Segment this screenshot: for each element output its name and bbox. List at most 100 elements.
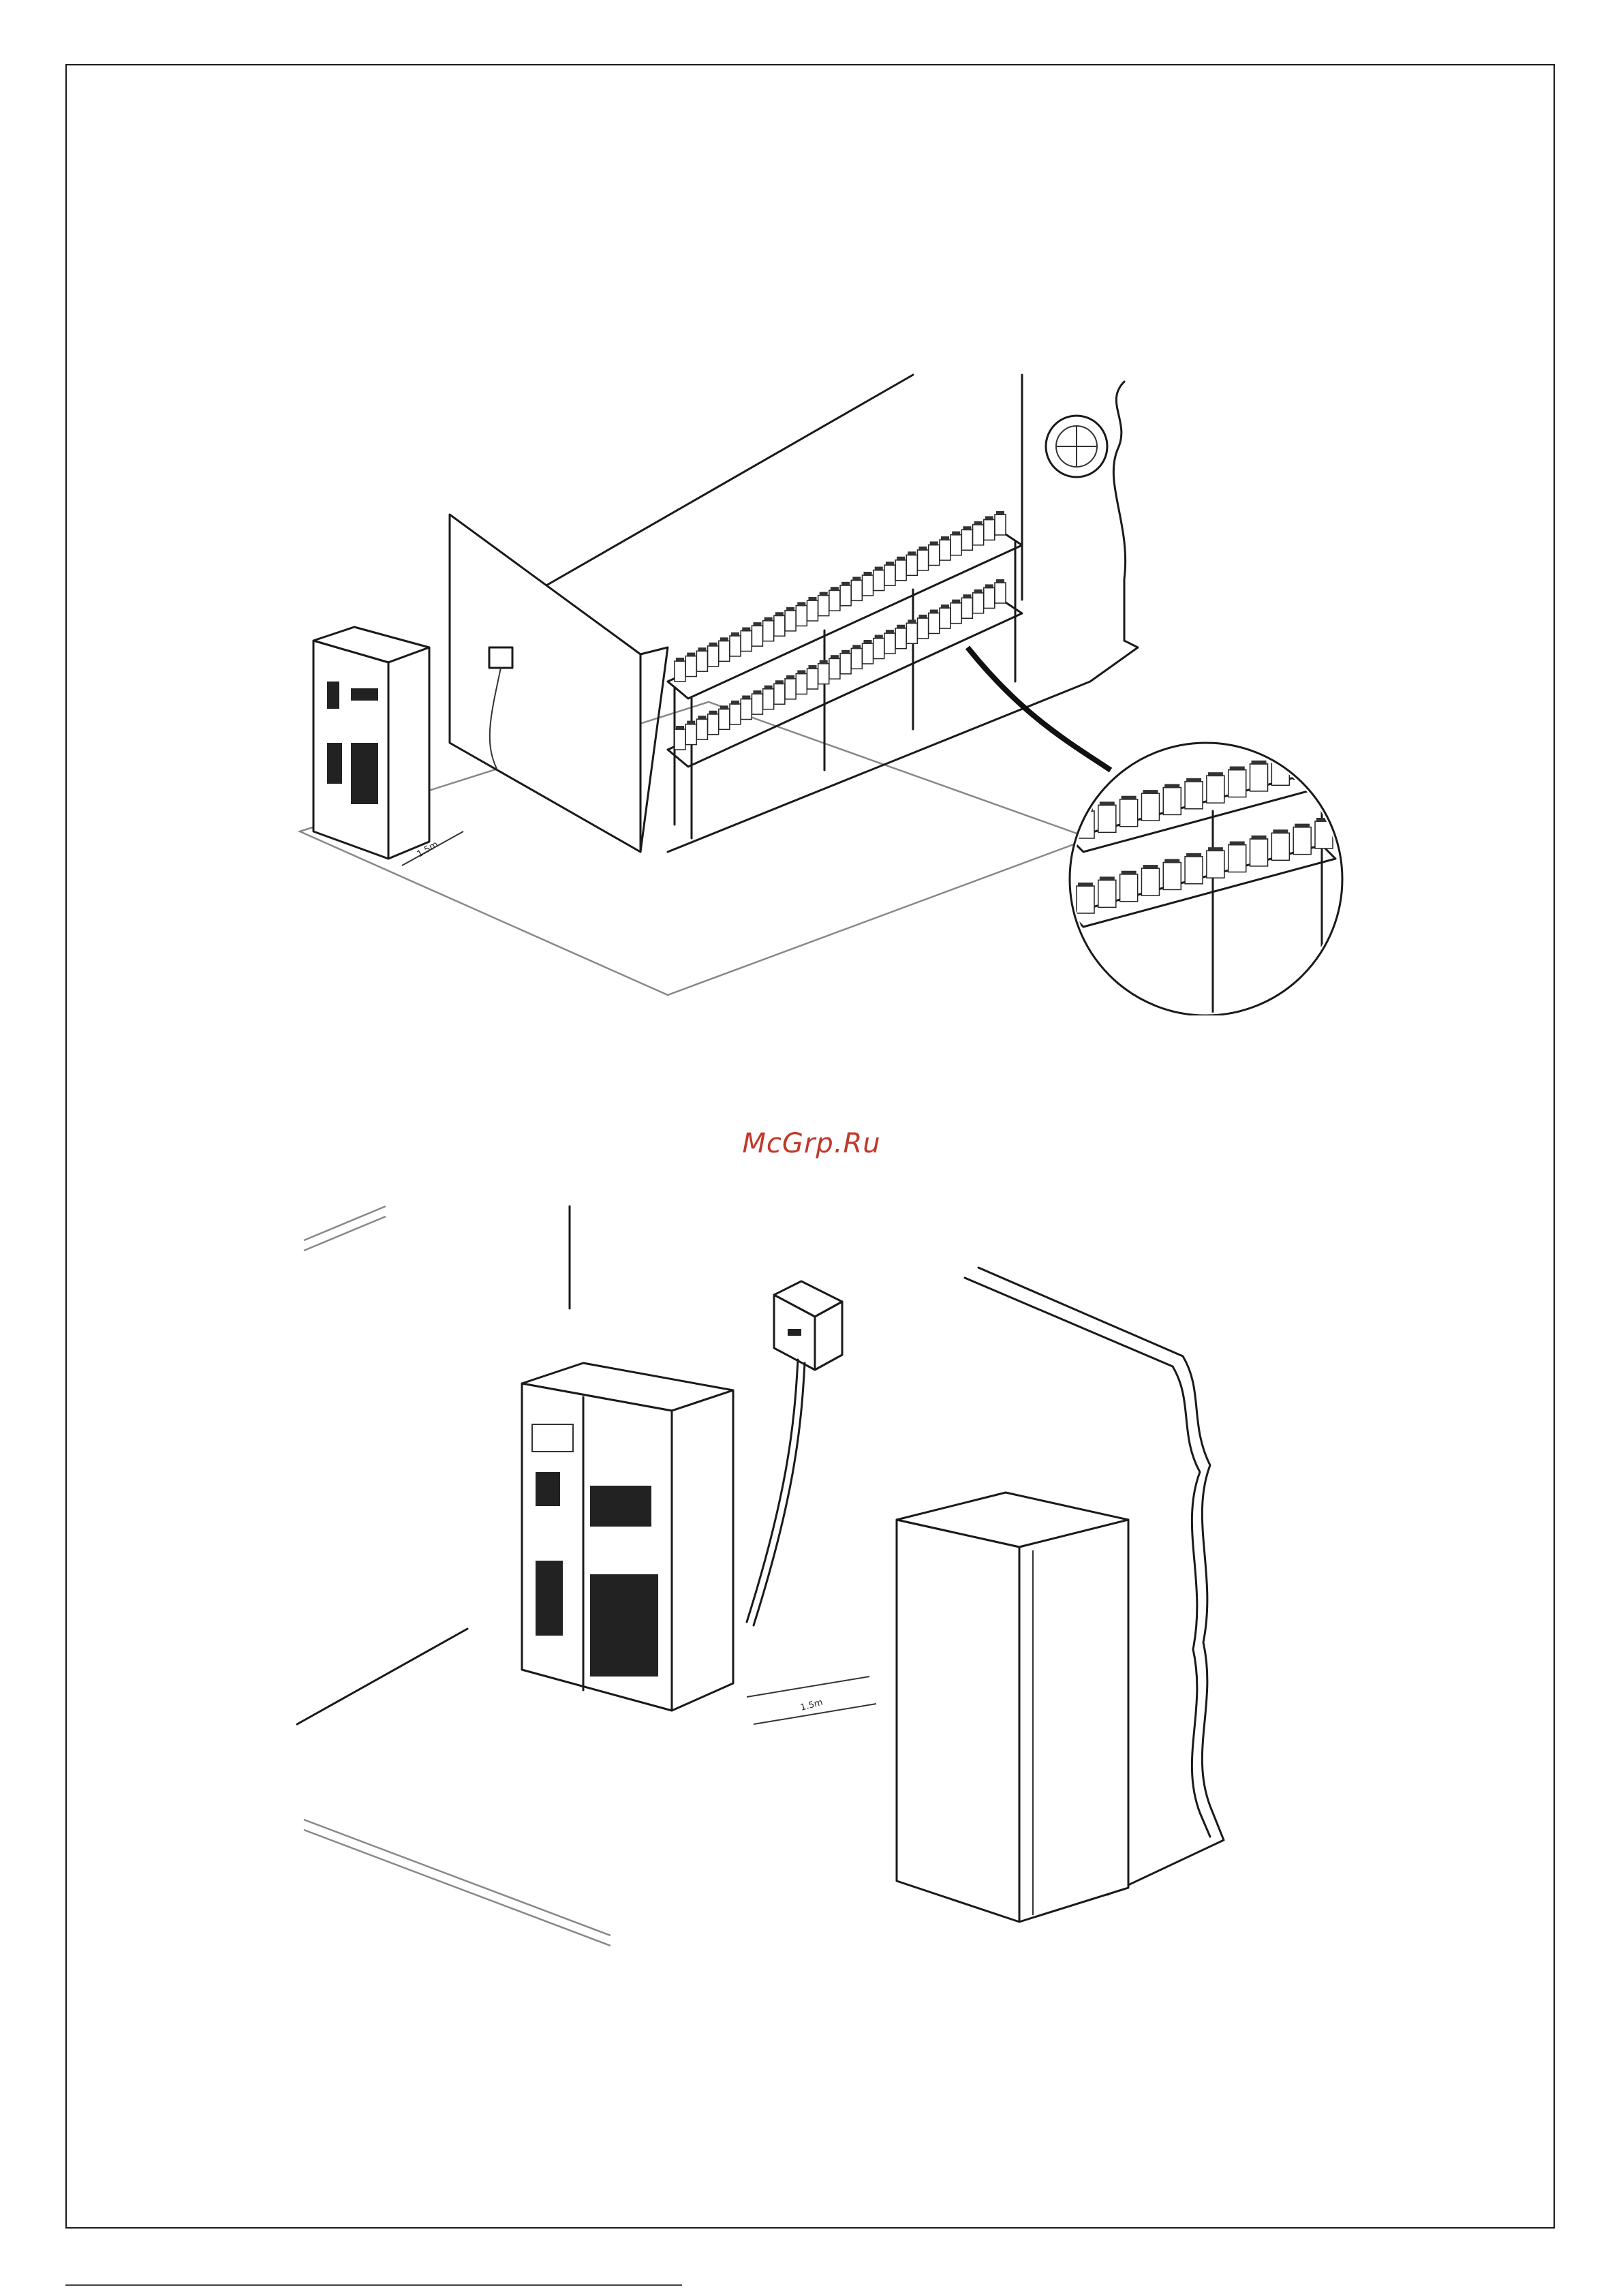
battery-cell xyxy=(752,694,762,714)
battery-terminal xyxy=(687,721,695,725)
battery-terminal xyxy=(820,660,828,664)
battery-cell xyxy=(785,611,796,631)
battery-terminal xyxy=(831,655,839,659)
battery-cell xyxy=(696,719,707,739)
battery-cell xyxy=(741,699,752,720)
battery-terminal xyxy=(952,532,960,536)
battery-cell xyxy=(940,608,950,628)
battery-cell xyxy=(906,555,917,575)
battery-terminal xyxy=(996,579,1004,583)
battery-terminal xyxy=(1100,876,1115,881)
battery-cell xyxy=(730,704,741,724)
battery-cell xyxy=(1293,752,1311,780)
battery-cell xyxy=(874,570,884,591)
battery-terminal xyxy=(797,602,805,606)
battery-terminal xyxy=(786,675,794,679)
battery-cell xyxy=(984,519,995,540)
battery-terminal xyxy=(886,630,894,634)
battery-terminal xyxy=(841,650,850,654)
battery-terminal xyxy=(764,617,773,622)
battery-cabinet xyxy=(897,1493,1128,1922)
battery-cell xyxy=(1250,839,1268,866)
battery-terminal xyxy=(831,587,839,591)
battery-cell xyxy=(984,587,995,608)
battery-terminal xyxy=(676,658,684,662)
battery-cell xyxy=(940,540,950,560)
battery-cell xyxy=(829,658,840,679)
battery-terminal xyxy=(775,680,784,684)
battery-terminal xyxy=(742,628,750,632)
battery-cell xyxy=(840,585,851,606)
battery-cell xyxy=(730,636,741,656)
battery-cell xyxy=(1120,874,1138,902)
battery-terminal xyxy=(808,665,816,669)
ups-cabinet xyxy=(522,1363,733,1711)
battery-terminal xyxy=(687,653,695,657)
battery-cell xyxy=(818,664,829,684)
battery-cell xyxy=(895,560,906,581)
battery-cell xyxy=(719,709,730,729)
battery-cell xyxy=(1141,793,1159,821)
battery-cell xyxy=(675,661,685,682)
battery-cell xyxy=(851,648,862,669)
battery-terminal xyxy=(720,637,728,641)
battery-terminal xyxy=(764,686,773,690)
battery-terminal xyxy=(908,551,916,555)
battery-terminal xyxy=(797,670,805,674)
battery-cell xyxy=(1207,776,1224,803)
battery-terminal xyxy=(841,582,850,586)
battery-terminal xyxy=(676,726,684,730)
battery-terminal xyxy=(963,594,971,598)
battery-terminal xyxy=(808,597,816,601)
battery-cell xyxy=(863,575,874,596)
footer-rule xyxy=(65,2284,682,2286)
battery-cell xyxy=(995,583,1006,603)
battery-cell xyxy=(851,580,862,600)
battery-terminal xyxy=(908,619,916,624)
battery-terminal xyxy=(852,645,861,649)
battery-terminal xyxy=(1122,796,1137,800)
battery-cell xyxy=(929,613,940,633)
battery-cell xyxy=(685,724,696,745)
battery-cell xyxy=(1293,827,1311,855)
battery-cell xyxy=(1185,857,1203,884)
battery-cell xyxy=(763,621,774,641)
partition-wall xyxy=(450,515,640,852)
battery-cabinet-illustration: 1.5m xyxy=(270,1165,1278,1963)
battery-terminal xyxy=(897,625,905,629)
battery-terminal xyxy=(985,584,993,588)
battery-terminal xyxy=(1273,754,1288,759)
battery-cell xyxy=(973,593,984,613)
battery-terminal xyxy=(1186,853,1201,857)
battery-terminal xyxy=(753,622,761,626)
switch-box xyxy=(489,647,512,668)
battery-cell xyxy=(829,590,840,611)
battery-cell xyxy=(950,535,961,555)
battery-terminal xyxy=(864,572,872,576)
battery-cell xyxy=(774,684,785,704)
battery-cell xyxy=(1098,805,1116,832)
battery-cell xyxy=(906,623,917,643)
battery-cell xyxy=(807,669,818,689)
battery-terminal xyxy=(1100,801,1115,806)
battery-terminal xyxy=(1316,743,1331,747)
battery-terminal xyxy=(875,635,883,639)
battery-terminal xyxy=(1230,842,1245,846)
battery-terminal xyxy=(1186,778,1201,782)
battery-cell xyxy=(1163,862,1181,889)
battery-cell xyxy=(752,626,762,646)
battery-cell xyxy=(840,654,851,674)
battery-cell xyxy=(741,631,752,652)
battery-terminal xyxy=(1295,749,1310,753)
battery-cell xyxy=(785,679,796,699)
battery-cell xyxy=(973,525,984,545)
battery-cell xyxy=(708,714,719,735)
battery-terminal xyxy=(1252,836,1267,840)
battery-terminal xyxy=(1143,865,1158,869)
battery-cell xyxy=(1207,851,1224,878)
battery-terminal xyxy=(1122,871,1137,875)
callout-line xyxy=(968,647,1111,770)
battery-terminal xyxy=(1143,790,1158,794)
battery-terminal xyxy=(1230,767,1245,771)
battery-cell xyxy=(1228,845,1246,872)
